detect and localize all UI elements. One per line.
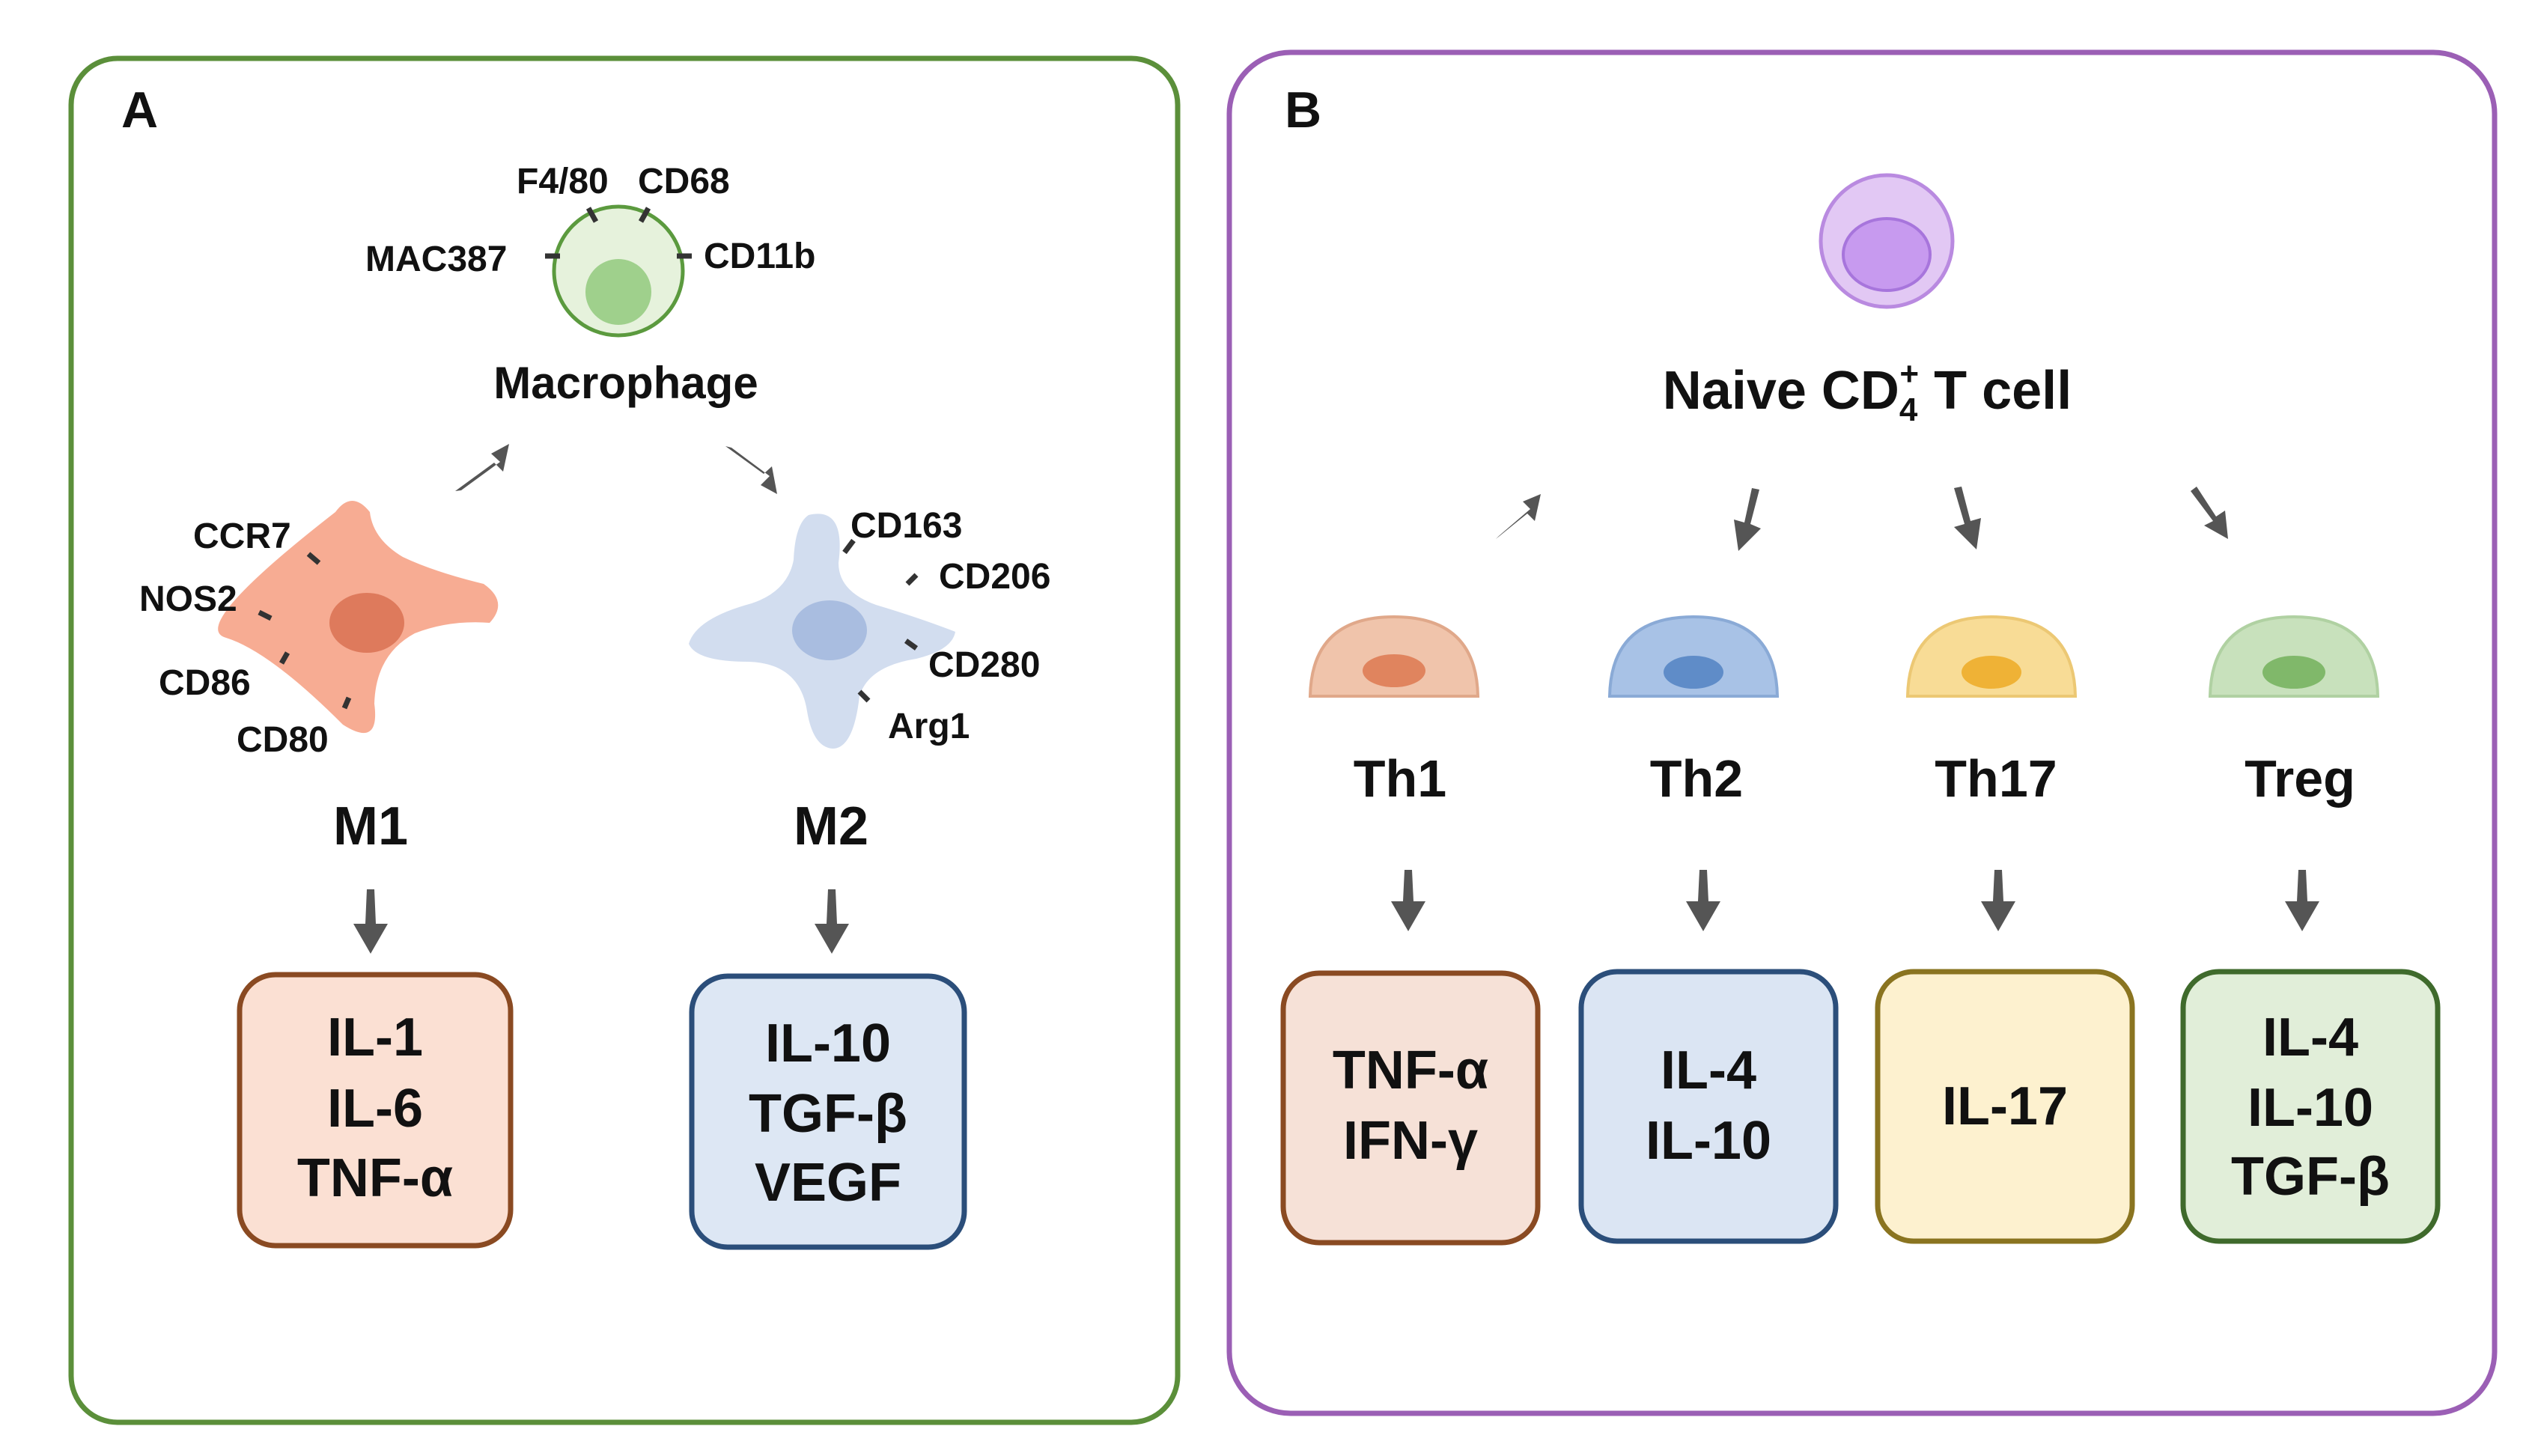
m2-marker: CD163: [850, 506, 962, 546]
m1-marker: CCR7: [193, 517, 291, 556]
cytokine-label: IL-6: [327, 1079, 423, 1139]
cytokine-label: IL-10: [1646, 1111, 1771, 1171]
arrow-icon: [455, 444, 509, 491]
arrow-icon: [1954, 487, 1981, 549]
th1-cell-icon: [1308, 615, 1480, 698]
naive-t-cell-label-subscript: 4: [1899, 392, 1918, 428]
macrophage-marker: MAC387: [365, 240, 507, 279]
arrow-icon: [1496, 494, 1541, 539]
m1-marker: NOS2: [139, 579, 237, 619]
arrow-icon: [2191, 487, 2228, 539]
cytokine-label: IL-17: [1942, 1076, 2068, 1136]
th17-cytokine-box: [1875, 969, 2135, 1244]
th2-cell-icon: [1607, 615, 1780, 698]
m1-marker: CD86: [159, 663, 251, 703]
arrow-icon: [1734, 488, 1761, 551]
th17-cell-icon: [1905, 615, 2078, 698]
m2-cell-icon: [689, 514, 955, 749]
macrophage-marker: CD11b: [704, 237, 815, 276]
cytokine-label: IL-4: [1661, 1041, 1756, 1100]
th2-label: Th2: [1650, 749, 1743, 808]
m2-marker: Arg1: [888, 707, 970, 746]
cytokine-label: VEGF: [755, 1153, 901, 1213]
cytokine-label: TGF-β: [2231, 1147, 2390, 1207]
panel-b-frame: [1226, 49, 2498, 1416]
m2-marker: CD206: [939, 557, 1050, 597]
macrophage-marker: CD68: [638, 162, 730, 201]
treg-cell-icon: [2208, 615, 2380, 698]
m1-cell-icon: [218, 501, 499, 734]
m2-label: M2: [794, 796, 868, 856]
cytokine-label: IL-10: [765, 1014, 891, 1073]
cytokine-label: IL-1: [327, 1008, 423, 1067]
arrow-icon: [1981, 870, 2015, 931]
naive-t-cell-label-suffix: T cell: [1919, 361, 2072, 421]
arrow-icon: [815, 889, 849, 954]
th1-cytokine-box: [1280, 970, 1541, 1246]
m1-marker: CD80: [237, 720, 329, 760]
arrow-icon: [1686, 870, 1720, 931]
arrow-icon: [353, 889, 388, 954]
arrow-icon: [725, 446, 777, 494]
cytokine-label: IFN-γ: [1343, 1111, 1478, 1171]
cytokine-label: IL-10: [2248, 1078, 2373, 1138]
m2-marker: CD280: [928, 645, 1040, 685]
macrophage-cell-icon: [545, 204, 692, 338]
th2-cytokine-box: [1578, 969, 1839, 1244]
naive-t-cell-label: Naive CD4+ T cell: [1663, 356, 2072, 428]
m2-cytokine-box: [689, 973, 967, 1250]
cytokine-label: TNF-α: [1333, 1041, 1488, 1100]
th17-label: Th17: [1935, 749, 2057, 808]
treg-label: Treg: [2245, 749, 2355, 808]
naive-t-cell-icon: [1819, 173, 1955, 309]
panel-b-letter: B: [1285, 82, 1321, 138]
arrow-icon: [2285, 870, 2319, 931]
panel-a-letter: A: [121, 82, 158, 138]
m1-label: M1: [333, 796, 408, 856]
treg-cytokine-box: [2180, 969, 2441, 1244]
macrophage-label: Macrophage: [493, 358, 758, 408]
arrow-icon: [1391, 870, 1425, 931]
th1-label: Th1: [1354, 749, 1446, 808]
m1-cytokine-box: [237, 972, 514, 1249]
macrophage-marker: F4/80: [517, 162, 609, 201]
naive-t-cell-label-superscript: +: [1899, 356, 1919, 392]
naive-t-cell-label-prefix: Naive CD: [1663, 361, 1899, 421]
cytokine-label: TGF-β: [749, 1084, 907, 1144]
cytokine-label: IL-4: [2262, 1008, 2358, 1067]
cytokine-label: TNF-α: [297, 1148, 453, 1208]
